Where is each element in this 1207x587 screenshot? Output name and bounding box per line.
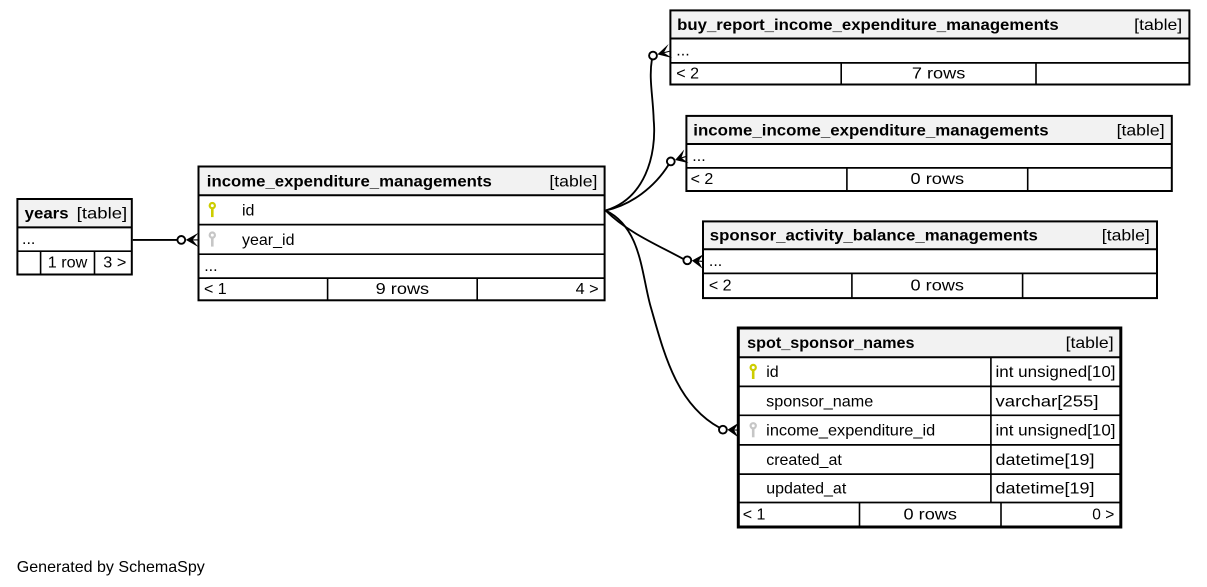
svg-text:[table]: [table]: [1066, 335, 1114, 352]
svg-text:[table]: [table]: [549, 173, 597, 190]
svg-text:...: ...: [22, 231, 35, 248]
svg-text:[table]: [table]: [1134, 17, 1182, 34]
svg-text:[table]: [table]: [1117, 122, 1165, 139]
svg-text:9 rows: 9 rows: [376, 281, 430, 298]
svg-text:[table]: [table]: [1102, 228, 1150, 245]
svg-text:years: years: [25, 206, 69, 223]
svg-text:0 rows: 0 rows: [904, 506, 958, 523]
svg-text:< 2: < 2: [709, 277, 732, 294]
svg-text:income_expenditure_managements: income_expenditure_managements: [207, 173, 492, 190]
svg-text:< 1: < 1: [743, 506, 766, 523]
svg-text:sponsor_activity_balance_manag: sponsor_activity_balance_managements: [710, 228, 1038, 245]
svg-text:varchar[255]: varchar[255]: [996, 393, 1099, 410]
svg-text:< 2: < 2: [676, 65, 699, 82]
svg-text:id: id: [242, 202, 254, 219]
svg-text:buy_report_income_expenditure_: buy_report_income_expenditure_management…: [677, 17, 1059, 34]
svg-text:int unsigned[10]: int unsigned[10]: [996, 364, 1116, 381]
svg-text:spot_sponsor_names: spot_sponsor_names: [747, 335, 914, 352]
svg-text:...: ...: [709, 253, 722, 270]
svg-text:...: ...: [692, 148, 705, 165]
svg-text:< 1: < 1: [204, 281, 227, 298]
svg-text:[table]: [table]: [77, 206, 128, 223]
svg-text:id: id: [766, 364, 778, 381]
svg-text:0 rows: 0 rows: [911, 171, 965, 188]
svg-text:0 rows: 0 rows: [911, 277, 965, 294]
svg-text:0 >: 0 >: [1092, 506, 1114, 523]
svg-text:sponsor_name: sponsor_name: [766, 393, 873, 410]
svg-text:...: ...: [204, 258, 217, 275]
svg-text:datetime[19]: datetime[19]: [996, 481, 1095, 498]
svg-text:year_id: year_id: [242, 232, 294, 249]
svg-text:created_at: created_at: [766, 452, 842, 469]
svg-text:income_income_expenditure_mana: income_income_expenditure_managements: [693, 122, 1048, 139]
svg-text:income_expenditure_id: income_expenditure_id: [766, 423, 935, 440]
svg-text:3 >: 3 >: [103, 255, 126, 272]
svg-text:4 >: 4 >: [576, 281, 599, 298]
svg-text:7 rows: 7 rows: [912, 65, 966, 82]
svg-text:...: ...: [676, 43, 689, 60]
svg-text:updated_at: updated_at: [766, 481, 847, 498]
svg-text:1 row: 1 row: [48, 255, 88, 272]
svg-text:Generated by SchemaSpy: Generated by SchemaSpy: [17, 559, 205, 576]
svg-text:int unsigned[10]: int unsigned[10]: [996, 423, 1116, 440]
svg-text:datetime[19]: datetime[19]: [996, 452, 1095, 469]
svg-text:< 2: < 2: [691, 171, 714, 188]
